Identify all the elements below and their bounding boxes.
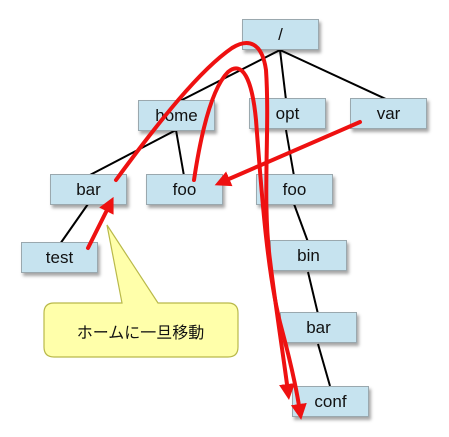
node-test: test [21, 242, 98, 273]
edge-bin-bar [307, 271, 319, 315]
node-bar: bar [50, 174, 127, 205]
node-var: var [350, 98, 427, 129]
edge-foo-bin [293, 203, 309, 243]
node-home: home [138, 100, 215, 131]
callout-text: ホームに一旦移動 [76, 323, 205, 342]
node-conf: conf [292, 386, 369, 417]
edge-opt-foo [285, 129, 295, 177]
edge-root-var [279, 49, 389, 101]
node-bin: bin [270, 240, 347, 271]
node-foo-home: foo [146, 174, 223, 205]
edge-home-foo [175, 129, 185, 177]
edge-bar-conf [317, 343, 331, 387]
edge-bar-test [59, 203, 89, 245]
edge-root-opt [279, 49, 287, 101]
node-bar-bin: bar [280, 312, 357, 343]
node-root: / [242, 19, 319, 50]
node-opt: opt [249, 98, 326, 129]
edge-root-home [175, 49, 281, 104]
node-foo-opt: foo [256, 174, 333, 205]
edge-home-bar [87, 129, 177, 177]
